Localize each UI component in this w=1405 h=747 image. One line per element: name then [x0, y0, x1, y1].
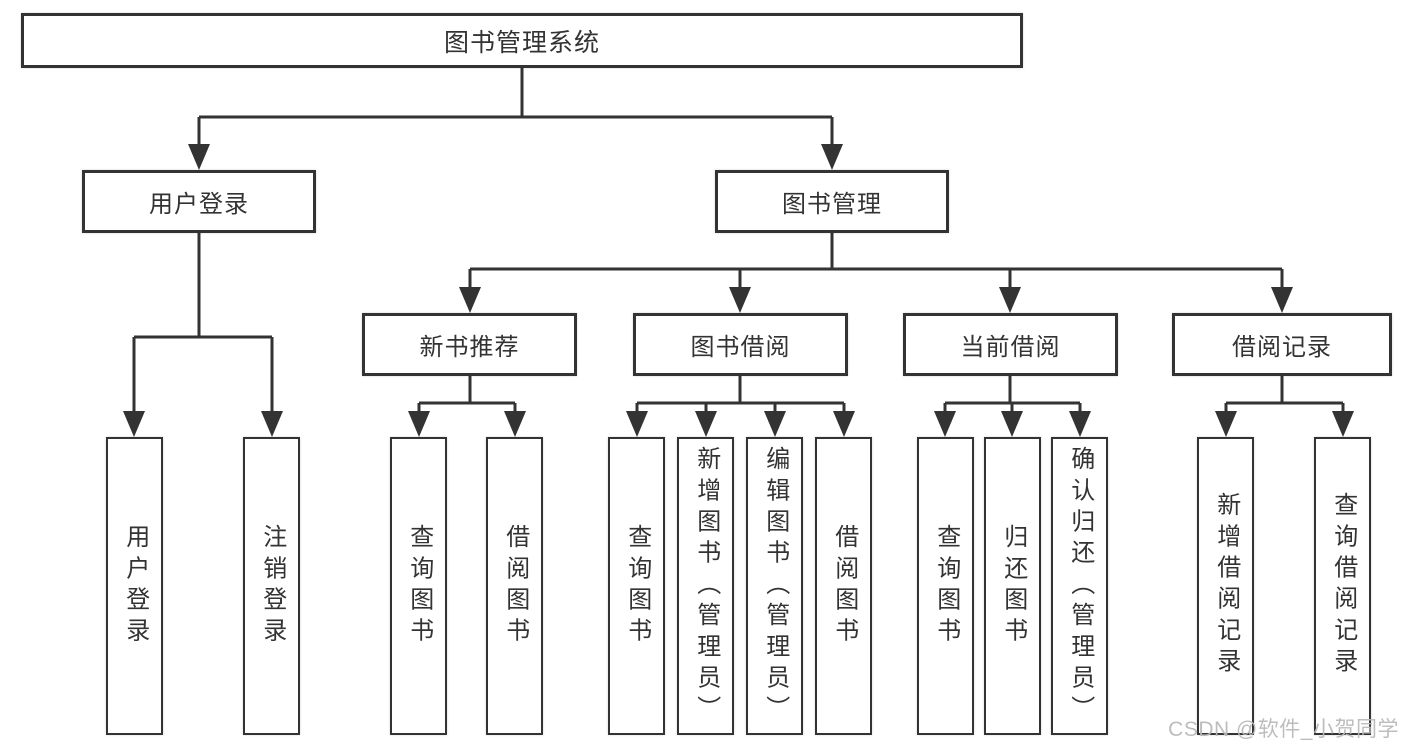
leaf-query-books-3: 查询图书 [917, 437, 974, 735]
leaf-user-login-label: 用户登录 [121, 523, 149, 649]
leaf-query-books-3-label: 查询图书 [932, 523, 960, 649]
leaf-query-borrow-record: 查询借阅记录 [1314, 437, 1371, 735]
leaf-add-borrow-record: 新增借阅记录 [1197, 437, 1254, 735]
arrowhead-down [1001, 411, 1023, 437]
node-new-book-recommend: 新书推荐 [362, 313, 577, 376]
arrowhead-down [261, 411, 283, 437]
leaf-query-books-1: 查询图书 [390, 437, 447, 735]
arrowhead-down [188, 144, 210, 170]
arrowhead-down [504, 411, 526, 437]
leaf-confirm-return-admin-label: 确认归还（管理员） [1066, 445, 1094, 727]
leaf-edit-books-admin: 编辑图书（管理员） [746, 437, 803, 735]
connector-book-borrow-children [626, 376, 855, 437]
leaf-return-books-label: 归还图书 [999, 523, 1027, 649]
node-borrow-records: 借阅记录 [1172, 313, 1392, 376]
node-user-login-label: 用户登录 [149, 191, 249, 218]
node-current-borrowing: 当前借阅 [903, 313, 1118, 376]
leaf-borrow-books-1: 借阅图书 [486, 437, 543, 735]
leaf-add-books-admin: 新增图书（管理员） [677, 437, 734, 735]
arrowhead-down [1332, 411, 1354, 437]
connector-root-to-level1 [188, 68, 843, 170]
leaf-borrow-books-2-label: 借阅图书 [830, 523, 858, 649]
node-user-login: 用户登录 [82, 170, 316, 233]
arrowhead-down [626, 411, 648, 437]
arrowhead-down [999, 287, 1021, 313]
connector-current-borrow-children [934, 376, 1091, 437]
arrowhead-down [1215, 411, 1237, 437]
connector-borrow-records-children [1215, 376, 1354, 437]
arrowhead-down [833, 411, 855, 437]
leaf-query-books-2-label: 查询图书 [623, 523, 651, 649]
arrowhead-down [1271, 287, 1293, 313]
node-book-management: 图书管理 [715, 170, 949, 233]
arrowhead-down [1069, 411, 1091, 437]
leaf-return-books: 归还图书 [984, 437, 1041, 735]
leaf-edit-books-admin-label: 编辑图书（管理员） [761, 445, 789, 727]
connector-new-book-children [408, 376, 526, 437]
arrowhead-down [408, 411, 430, 437]
leaf-query-borrow-record-label: 查询借阅记录 [1329, 492, 1357, 680]
arrowhead-down [729, 287, 751, 313]
connector-book-mgmt-children [459, 233, 1293, 313]
node-book-borrowing-label: 图书借阅 [690, 334, 791, 361]
arrowhead-down [459, 287, 481, 313]
connector-user-login-children [123, 233, 283, 437]
arrowhead-down [764, 411, 786, 437]
node-library-system: 图书管理系统 [21, 13, 1023, 68]
leaf-borrow-books-1-label: 借阅图书 [501, 523, 529, 649]
leaf-logout: 注销登录 [243, 437, 300, 735]
leaf-borrow-books-2: 借阅图书 [815, 437, 872, 735]
arrowhead-down [934, 411, 956, 437]
leaf-add-borrow-record-label: 新增借阅记录 [1212, 492, 1240, 680]
leaf-query-books-1-label: 查询图书 [405, 523, 433, 649]
node-book-borrowing: 图书借阅 [633, 313, 848, 376]
leaf-confirm-return-admin: 确认归还（管理员） [1051, 437, 1108, 735]
watermark: CSDN @软件_小贺同学 [1168, 718, 1399, 741]
node-book-management-label: 图书管理 [782, 191, 882, 218]
leaf-add-books-admin-label: 新增图书（管理员） [692, 445, 720, 727]
node-library-system-label: 图书管理系统 [443, 28, 600, 57]
arrowhead-down [821, 144, 843, 170]
arrowhead-down [123, 411, 145, 437]
leaf-user-login: 用户登录 [106, 437, 163, 735]
node-borrow-records-label: 借阅记录 [1232, 334, 1332, 361]
node-new-book-recommend-label: 新书推荐 [419, 334, 520, 361]
leaf-logout-label: 注销登录 [258, 523, 286, 649]
leaf-query-books-2: 查询图书 [608, 437, 665, 735]
node-current-borrowing-label: 当前借阅 [960, 334, 1061, 361]
arrowhead-down [695, 411, 717, 437]
